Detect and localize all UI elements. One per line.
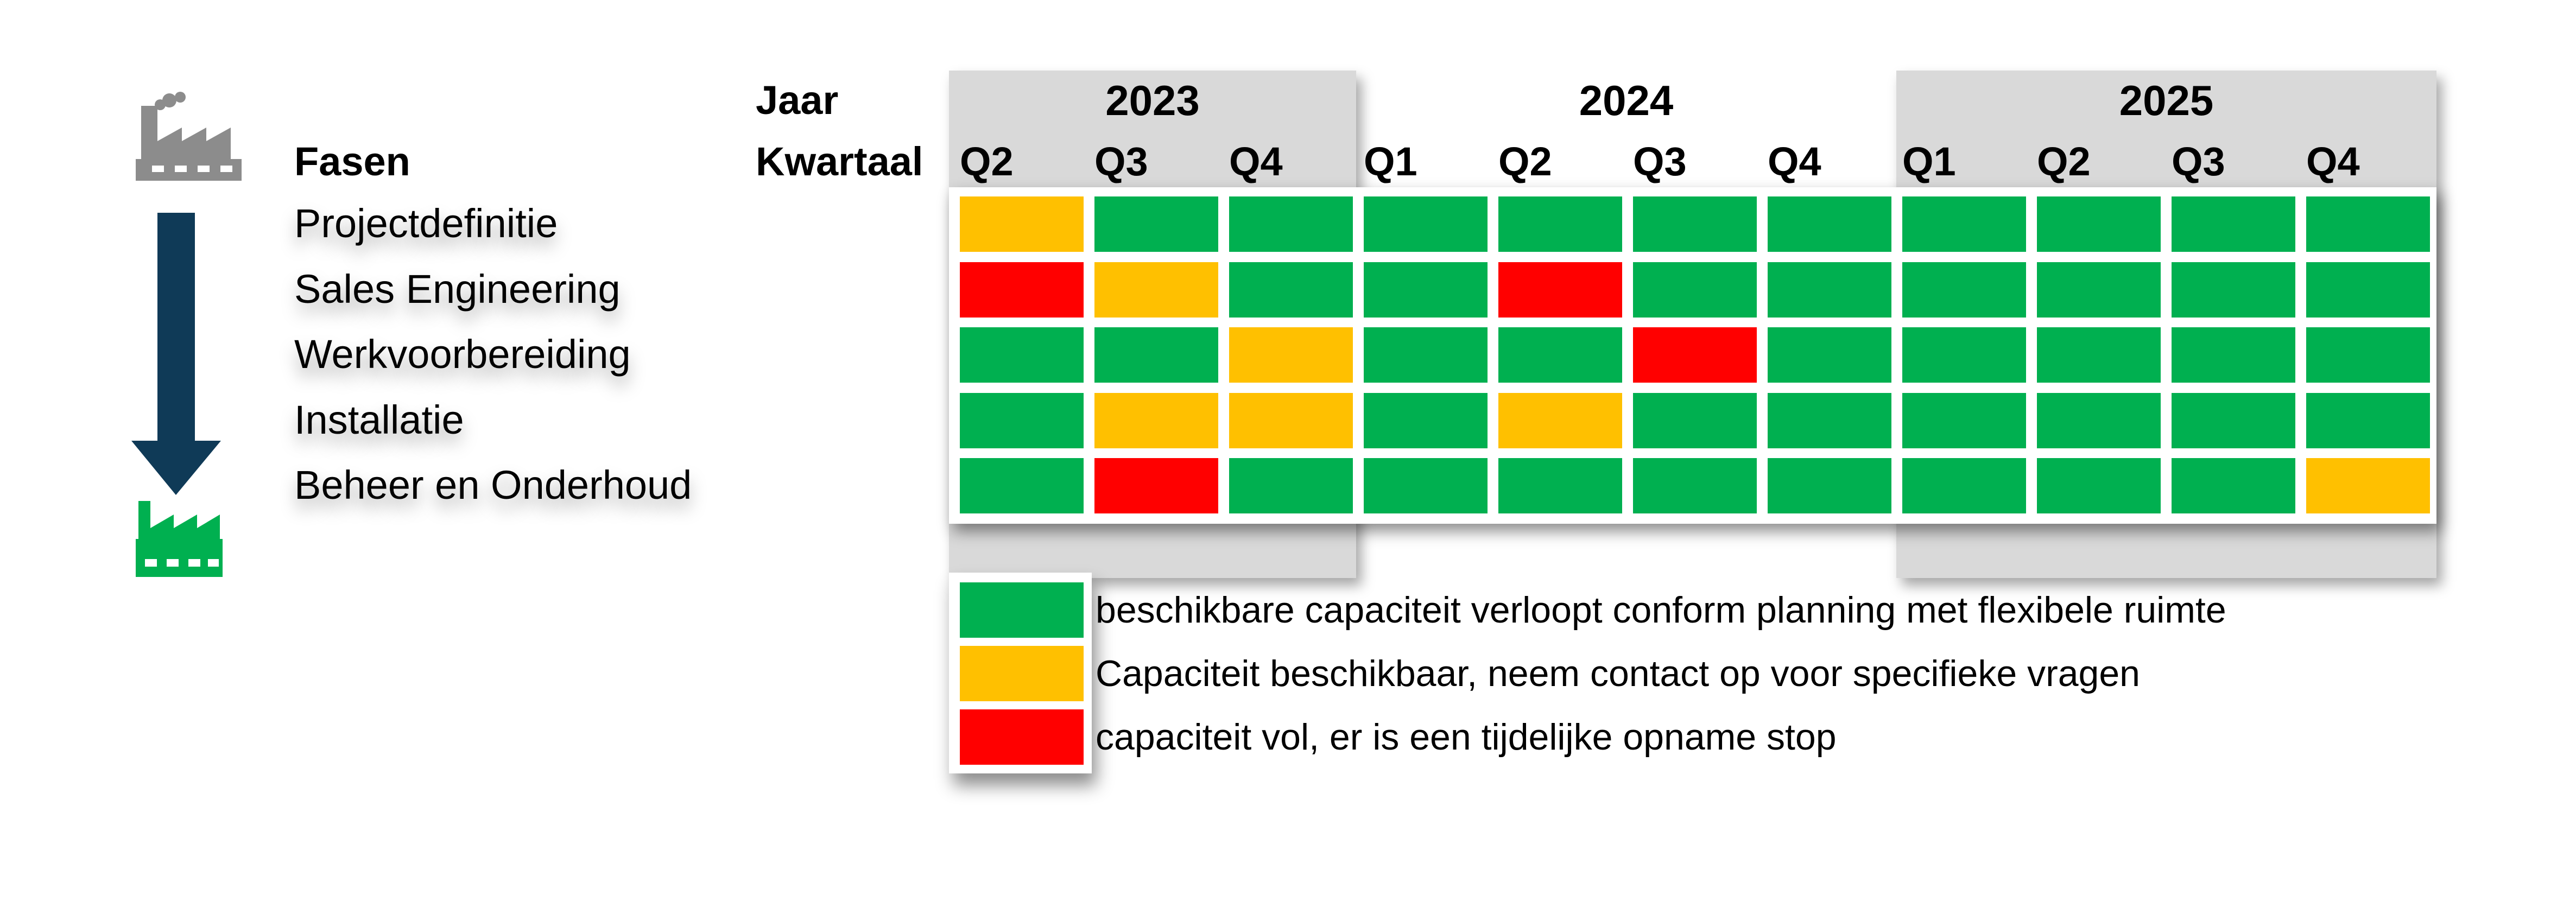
status-cell-green <box>2172 327 2295 383</box>
legend-swatch-red <box>960 709 1084 765</box>
status-cell-green <box>1633 458 1757 513</box>
quarter-label: Q4 <box>1229 139 1283 184</box>
legend-swatch-green <box>960 582 1084 638</box>
status-cell-green <box>2306 393 2430 448</box>
status-cell-green <box>1498 327 1622 383</box>
status-cell-green <box>960 327 1084 383</box>
quarter-label: Q4 <box>2306 139 2360 184</box>
factory-icon <box>136 92 242 181</box>
quarter-label: Q1 <box>1364 139 1417 184</box>
status-cell-amber <box>1498 393 1622 448</box>
status-cell-green <box>1364 196 1488 252</box>
status-cell-red <box>960 262 1084 318</box>
status-cell-amber <box>1094 262 1218 318</box>
quarter-label: Q4 <box>1768 139 1821 184</box>
status-cell-green <box>960 458 1084 513</box>
quarter-header: Kwartaal <box>756 139 923 184</box>
status-cell-amber <box>1229 393 1353 448</box>
status-cell-green <box>960 393 1084 448</box>
status-cell-green <box>1902 327 2026 383</box>
status-cell-green <box>1633 196 1757 252</box>
year-label: 2025 <box>2119 77 2214 124</box>
status-cell-green <box>1633 393 1757 448</box>
status-cell-green <box>2037 393 2161 448</box>
status-cell-green <box>1364 262 1488 318</box>
status-cell-green <box>1768 262 1891 318</box>
status-cell-green <box>1364 327 1488 383</box>
status-cell-green <box>2306 327 2430 383</box>
phase-label: Projectdefinitie <box>294 201 558 246</box>
status-cell-green <box>1498 458 1622 513</box>
status-cell-red <box>1633 327 1757 383</box>
status-cell-red <box>1498 262 1622 318</box>
quarter-label: Q3 <box>2172 139 2225 184</box>
legend-text: Capaciteit beschikbaar, neem contact op … <box>1096 653 2140 694</box>
status-cell-green <box>1768 327 1891 383</box>
quarter-label: Q2 <box>1498 139 1552 184</box>
phase-label: Werkvoorbereiding <box>294 332 631 377</box>
status-cell-green <box>1094 196 1218 252</box>
status-cell-red <box>1094 458 1218 513</box>
status-cell-green <box>2037 262 2161 318</box>
status-cell-green <box>2172 262 2295 318</box>
phase-label: Installatie <box>294 397 464 442</box>
status-cell-green <box>1364 458 1488 513</box>
status-cell-green <box>1498 196 1622 252</box>
status-cell-green <box>2172 393 2295 448</box>
legend-text: beschikbare capaciteit verloopt conform … <box>1096 589 2226 631</box>
status-cell-green <box>2037 327 2161 383</box>
status-cell-green <box>1768 458 1891 513</box>
quarter-label: Q2 <box>960 139 1014 184</box>
factory-icon <box>136 501 223 577</box>
status-cell-green <box>1768 393 1891 448</box>
phases-header: Fasen <box>294 139 410 184</box>
quarter-label: Q2 <box>2037 139 2091 184</box>
legend-text: capaciteit vol, er is een tijdelijke opn… <box>1096 716 1837 758</box>
status-cell-green <box>1902 262 2026 318</box>
quarter-label: Q1 <box>1902 139 1956 184</box>
phase-label: Beheer en Onderhoud <box>294 462 692 507</box>
status-cell-green <box>1768 196 1891 252</box>
status-cell-green <box>2172 196 2295 252</box>
status-cell-amber <box>960 196 1084 252</box>
status-cell-green <box>1633 262 1757 318</box>
status-cell-green <box>1094 327 1218 383</box>
year-label: 2024 <box>1579 77 1674 124</box>
status-cell-green <box>1229 262 1353 318</box>
phase-label: Sales Engineering <box>294 266 621 312</box>
status-cell-green <box>1229 196 1353 252</box>
year-header: Jaar <box>756 78 839 123</box>
status-cell-amber <box>2306 458 2430 513</box>
legend-swatch-amber <box>960 646 1084 701</box>
status-cell-green <box>1902 393 2026 448</box>
quarter-label: Q3 <box>1094 139 1148 184</box>
status-cell-amber <box>1229 327 1353 383</box>
status-cell-green <box>2306 262 2430 318</box>
status-cell-green <box>2306 196 2430 252</box>
year-label: 2023 <box>1105 77 1200 124</box>
arrow-down-icon <box>131 213 221 495</box>
status-cell-green <box>1902 196 2026 252</box>
status-cell-green <box>2172 458 2295 513</box>
status-cell-green <box>1229 458 1353 513</box>
status-cell-green <box>2037 458 2161 513</box>
status-cell-green <box>1902 458 2026 513</box>
status-cell-green <box>1364 393 1488 448</box>
quarter-label: Q3 <box>1633 139 1687 184</box>
status-cell-amber <box>1094 393 1218 448</box>
status-cell-green <box>2037 196 2161 252</box>
